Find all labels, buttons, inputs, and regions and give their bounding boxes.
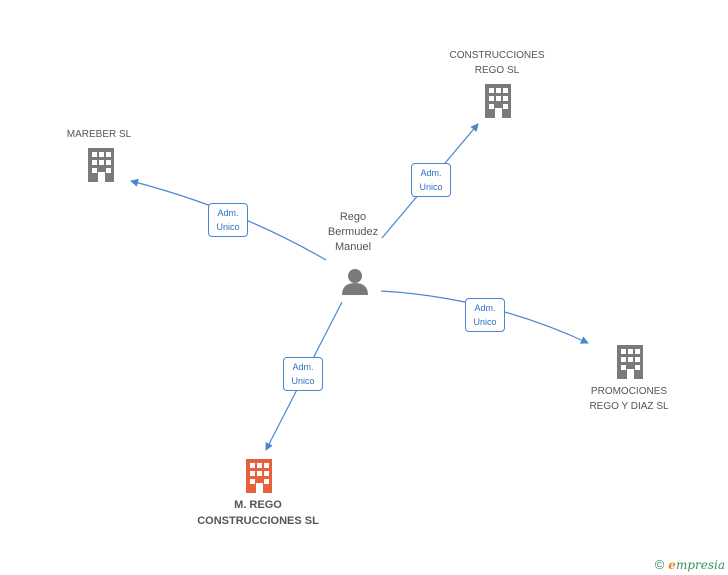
company-label-line: PROMOCIONES [590,386,668,397]
building-icon[interactable] [88,148,114,182]
company-label-line: REGO SL [474,65,520,76]
edge-label-mareber[interactable]: Adm. Unico [208,203,248,237]
company-label-line: MAREBER SL [66,129,132,140]
person-name-line: Bermudez [327,226,379,238]
company-label-line: CONSTRUCCIONES [449,50,545,61]
company-label-line: CONSTRUCCIONES SL [197,515,319,527]
person-icon[interactable] [342,269,368,295]
company-label-promociones-rego-diaz[interactable]: PROMOCIONES REGO Y DIAZ SL [589,384,668,414]
person-name-line: Rego [339,211,367,223]
company-label-line: M. REGO [234,499,282,511]
footer-brand: © empresia [655,557,725,572]
building-icon[interactable] [246,459,272,493]
building-icon[interactable] [617,345,643,379]
edge-label-m-rego-construcciones[interactable]: Adm. Unico [283,357,323,391]
company-label-line: REGO Y DIAZ SL [589,401,669,412]
company-label-mareber[interactable]: MAREBER SL [67,127,131,142]
edge-label-promociones-rego-diaz[interactable]: Adm. Unico [465,298,505,332]
person-name-line: Manuel [334,241,372,253]
copyright-icon: © [654,557,665,572]
company-label-construcciones-rego[interactable]: CONSTRUCCIONES REGO SL [449,48,544,78]
edge-label-construcciones-rego[interactable]: Adm. Unico [411,163,451,197]
building-icon[interactable] [485,84,511,118]
brand-logo: empresia [668,557,725,572]
company-label-m-rego-construcciones[interactable]: M. REGO CONSTRUCCIONES SL [197,497,319,529]
